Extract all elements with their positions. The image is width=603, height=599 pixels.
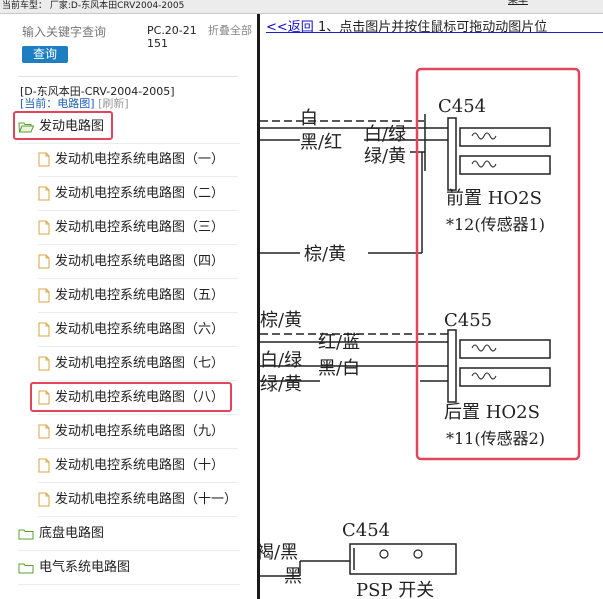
rear-sensor-label: 后置 HO2S (444, 402, 540, 423)
top-status-bar: 当前车型： 厂家:D-东风本田CRV2004-2005 菜单 (0, 0, 603, 14)
tree-node-label: 发动机电控系统电路图（九） (55, 424, 225, 439)
search-area: 查询 PC.20-21151 折叠全部 (22, 22, 252, 72)
connector-c455 (447, 329, 551, 403)
current-car-label: 当前车型： 厂家:D-东风本田CRV2004-2005 (2, 1, 185, 11)
tree-node-label: 发动机电控系统电路图（七） (55, 356, 225, 371)
tree-node-label: 发动机电控系统电路图（三） (55, 220, 225, 235)
tree-item-engine-9[interactable]: 发动机电控系统电路图（九） (38, 416, 238, 449)
folder-open-icon (18, 122, 34, 132)
folder-icon (18, 529, 34, 539)
wire-label-red-blue: 红/蓝 (318, 332, 360, 353)
tree-item-engine-8[interactable]: 发动机电控系统电路图（八） (38, 382, 238, 415)
wire-label-black: 黑 (284, 566, 302, 587)
file-icon (38, 254, 50, 269)
circuit-diagram[interactable]: 白 黑/红 白/绿 绿/黄 棕/黄 棕/黄 红/蓝 白/绿 黑/白 绿/黄 褐/… (260, 36, 603, 599)
model-label: [D-东风本田-CRV-2004-2005] (20, 85, 175, 98)
refresh-link[interactable]: [刷新] (98, 97, 129, 110)
tree-node-label: 发动机电控系统电路图（十一） (55, 492, 238, 507)
file-icon (38, 458, 50, 473)
wire-label-white-green-2: 白/绿 (260, 350, 302, 371)
file-icon (38, 152, 50, 167)
wire-label-green-yellow: 绿/黄 (364, 146, 406, 167)
tree-item-engine-6[interactable]: 发动机电控系统电路图（六） (38, 314, 238, 347)
tree-folder-engine[interactable]: 发动电路图 (18, 111, 240, 144)
tree-item-engine-1[interactable]: 发动机电控系统电路图（一） (38, 144, 238, 177)
tree-item-engine-3[interactable]: 发动机电控系统电路图（三） (38, 212, 238, 245)
back-link[interactable]: <<返回 (266, 20, 314, 35)
nav-underline (266, 32, 603, 33)
divider-line (18, 76, 238, 77)
file-icon (38, 288, 50, 303)
front-sensor-note: *12(传感器1) (446, 215, 545, 234)
wire-label-green-yellow-2: 绿/黄 (260, 374, 302, 395)
collapse-all-link[interactable]: 折叠全部 (208, 24, 252, 37)
wire-label-white: 白 (300, 108, 318, 129)
tree-node-label: 底盘电路图 (39, 526, 105, 541)
tree-node-label: 发动机电控系统电路图（二） (55, 186, 225, 201)
tree-item-engine-2[interactable]: 发动机电控系统电路图（二） (38, 178, 238, 211)
connector-label-c454-bottom: C454 (342, 520, 390, 541)
file-icon (38, 322, 50, 337)
file-icon (38, 220, 50, 235)
wire-label-brown-yellow-2: 棕/黄 (260, 310, 302, 331)
sidebar: 查询 PC.20-21151 折叠全部 [D-东风本田-CRV-2004-200… (0, 14, 257, 599)
tree-node-label: 发动电路图 (39, 119, 105, 134)
nav-bar: <<返回 1、点击图片并按住鼠标可拖动动图片位 (266, 16, 547, 35)
top-menu-link[interactable]: 菜单 (508, 0, 528, 6)
file-icon (38, 424, 50, 439)
rear-sensor-note: *11(传感器2) (446, 429, 545, 448)
connector-label-c455: C455 (444, 310, 492, 331)
file-icon (38, 356, 50, 371)
psp-switch-label: PSP 开关 (356, 580, 434, 599)
instruction-text: 1、点击图片并按住鼠标可拖动动图片位 (317, 20, 548, 35)
tree-node-label: 发动机电控系统电路图（十） (55, 458, 225, 473)
tree-item-engine-5[interactable]: 发动机电控系统电路图（五） (38, 280, 238, 313)
wire-label-brown-yellow: 棕/黄 (304, 244, 346, 265)
connector-c454-top (447, 117, 551, 191)
highlight-box-item (30, 382, 232, 412)
tree-item-engine-7[interactable]: 发动机电控系统电路图（七） (38, 348, 238, 381)
wire-label-black-white: 黑/白 (318, 358, 360, 379)
tree-node-label: 电气系统电路图 (39, 560, 131, 575)
file-icon (38, 390, 50, 405)
panel-divider[interactable] (257, 14, 260, 599)
tree-node-label: 发动机电控系统电路图（五） (55, 288, 225, 303)
highlight-box-sensors (415, 67, 581, 461)
tree-node-label: 发动机电控系统电路图（一） (55, 152, 225, 167)
front-sensor-label: 前置 HO2S (446, 188, 542, 209)
tree-folder-electrical[interactable]: 电气系统电路图 (18, 552, 240, 585)
wire-label-brown-black: 褐/黑 (260, 542, 298, 563)
tree-node-label: 发动机电控系统电路图（四） (55, 254, 225, 269)
tree-folder-chassis[interactable]: 底盘电路图 (18, 518, 240, 551)
search-button[interactable]: 查询 (22, 46, 68, 63)
highlight-box-folder (13, 111, 113, 140)
file-icon (38, 186, 50, 201)
file-icon (38, 492, 50, 507)
wire-label-black-red: 黑/红 (300, 132, 342, 153)
top-wires (260, 114, 448, 254)
tree-item-engine-11[interactable]: 发动机电控系统电路图（十一） (38, 484, 238, 517)
tree-item-engine-4[interactable]: 发动机电控系统电路图（四） (38, 246, 238, 279)
page-code: PC.20-21151 (147, 24, 197, 50)
search-input[interactable] (22, 24, 137, 40)
tree-item-engine-10[interactable]: 发动机电控系统电路图（十） (38, 450, 238, 483)
wire-label-white-green: 白/绿 (364, 124, 406, 145)
diagram-panel: <<返回 1、点击图片并按住鼠标可拖动动图片位 (260, 14, 603, 599)
current-view-link[interactable]: [当前：电路图] (20, 97, 95, 110)
bottom-wires (260, 543, 457, 577)
folder-icon (18, 563, 34, 573)
tree-node-label: 发动机电控系统电路图（六） (55, 322, 225, 337)
tree-node-label: 发动机电控系统电路图（八） (55, 390, 225, 405)
current-location: [当前：电路图] [刷新] (20, 95, 129, 111)
connector-label-c454: C454 (438, 96, 486, 117)
